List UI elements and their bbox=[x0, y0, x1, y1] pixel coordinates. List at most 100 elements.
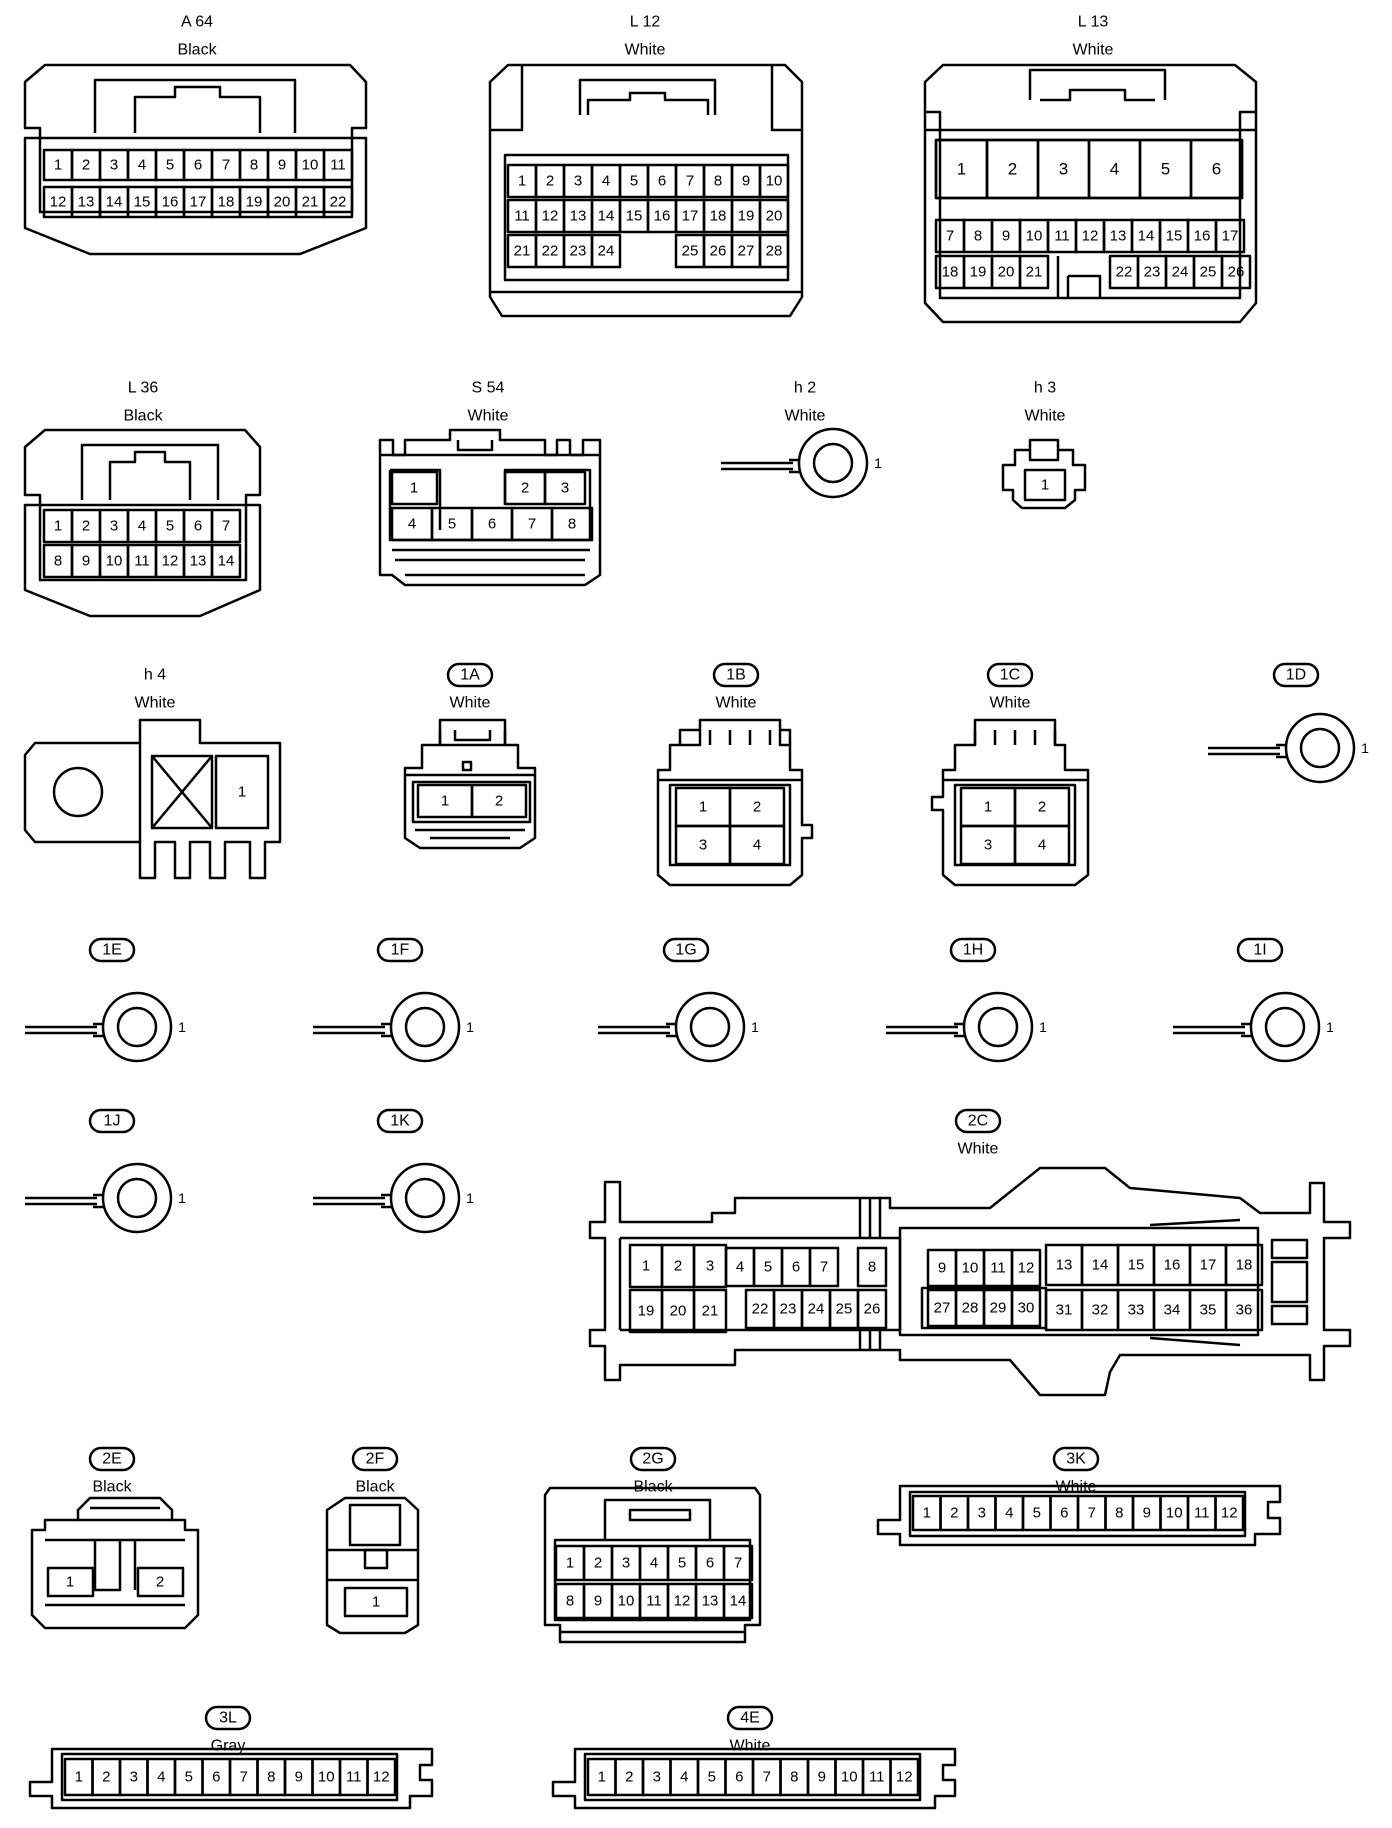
pin-number: 9 bbox=[278, 157, 286, 174]
pin-cell bbox=[1013, 824, 1071, 866]
pin-number: 10 bbox=[302, 157, 319, 174]
connector-id: 4E bbox=[740, 1710, 760, 1727]
connector-color: Gray bbox=[211, 1738, 246, 1755]
connector-2C bbox=[588, 1166, 1352, 1397]
pin-number: 7 bbox=[946, 228, 954, 245]
pin-number: 14 bbox=[1092, 1257, 1109, 1274]
pin-number: 1 bbox=[54, 157, 62, 174]
outline bbox=[45, 1538, 185, 1592]
ring-terminal bbox=[101, 1162, 173, 1234]
pin-number: 13 bbox=[1110, 228, 1127, 245]
outline bbox=[411, 780, 532, 824]
pin-cell bbox=[758, 163, 790, 199]
pin-cell bbox=[1023, 468, 1067, 502]
pin-number: 7 bbox=[222, 157, 230, 174]
pin-cell bbox=[1010, 1288, 1042, 1328]
connector-color: White bbox=[625, 42, 666, 59]
pin-cell bbox=[1018, 254, 1050, 290]
outline bbox=[363, 1548, 389, 1570]
pin-number: 11 bbox=[1194, 1505, 1210, 1522]
pin-number: 10 bbox=[841, 1769, 858, 1786]
pin-number: 19 bbox=[970, 264, 987, 281]
pin-cell bbox=[1010, 1248, 1042, 1288]
pin-number: 10 bbox=[1026, 228, 1043, 245]
pin-cell bbox=[758, 233, 790, 269]
outline bbox=[30, 1496, 200, 1630]
pin-number: 1 bbox=[410, 480, 418, 497]
pin-number: 26 bbox=[710, 243, 727, 260]
connector-id: 1F bbox=[391, 942, 410, 959]
ring-hole bbox=[1299, 727, 1341, 769]
connector-id: 1D bbox=[1286, 667, 1306, 684]
pin-number: 13 bbox=[78, 194, 95, 211]
pin-cell bbox=[543, 470, 587, 506]
connector-id: 2C bbox=[968, 1113, 988, 1130]
connector-1K bbox=[313, 1162, 461, 1234]
ring-terminal bbox=[962, 991, 1034, 1063]
pin-number: 14 bbox=[106, 194, 123, 211]
pin-cell bbox=[214, 754, 270, 830]
pin-number: 1 bbox=[598, 1769, 606, 1786]
pin-number: 4 bbox=[736, 1259, 744, 1276]
pin-number: 1 bbox=[566, 1555, 574, 1572]
outline bbox=[908, 1490, 1247, 1538]
pin-cell bbox=[728, 824, 786, 866]
pin-number: 3 bbox=[130, 1769, 138, 1786]
pin-number: 23 bbox=[1144, 264, 1161, 281]
pin-number: 1 bbox=[66, 1574, 74, 1591]
pin-number: 21 bbox=[514, 243, 531, 260]
pin-number: 17 bbox=[190, 194, 207, 211]
connector-id: 2F bbox=[366, 1451, 385, 1468]
connector-id-badge bbox=[712, 662, 760, 688]
pin-number: 2 bbox=[546, 173, 554, 190]
pin-number: 9 bbox=[938, 1260, 946, 1277]
pin-number: 12 bbox=[1082, 228, 1099, 245]
pin-number: 20 bbox=[998, 264, 1015, 281]
connector-color: Black bbox=[177, 42, 217, 59]
connector-id-badge bbox=[662, 937, 710, 963]
connector-color: White bbox=[785, 408, 826, 425]
connector-id: S 54 bbox=[472, 380, 505, 397]
pin-number: 2 bbox=[1008, 160, 1017, 179]
pin-number: 9 bbox=[1143, 1505, 1151, 1522]
connector-1B bbox=[656, 718, 814, 887]
pin-number: 20 bbox=[274, 194, 291, 211]
pin-number: 33 bbox=[1128, 1302, 1145, 1319]
pin-cell bbox=[722, 1582, 754, 1620]
connector-id: L 12 bbox=[630, 14, 661, 31]
connector-1H bbox=[886, 991, 1034, 1063]
pin-number: 1 bbox=[466, 1019, 474, 1035]
pin-number: 7 bbox=[686, 173, 694, 190]
pin-number: 11 bbox=[514, 208, 530, 225]
ring-terminal bbox=[797, 427, 869, 499]
pin-number: 15 bbox=[1166, 228, 1183, 245]
connector-h3 bbox=[1001, 438, 1087, 510]
pin-number: 5 bbox=[1161, 160, 1170, 179]
ring-hole bbox=[1264, 1006, 1306, 1048]
outline bbox=[325, 1496, 420, 1635]
pin-number: 8 bbox=[54, 553, 62, 570]
pin-number: 1 bbox=[372, 1594, 380, 1611]
pin-number: 27 bbox=[738, 243, 755, 260]
pin-cell bbox=[366, 1757, 397, 1797]
connector-1A bbox=[403, 718, 537, 850]
pin-cell bbox=[343, 1586, 409, 1618]
connector-color: White bbox=[716, 695, 757, 712]
pin-number: 3 bbox=[574, 173, 582, 190]
outline bbox=[925, 110, 1256, 132]
pin-number: 24 bbox=[808, 1301, 825, 1318]
pin-number: 28 bbox=[962, 1300, 979, 1317]
connector-id: A 64 bbox=[181, 14, 213, 31]
pin-number: 2 bbox=[495, 793, 503, 810]
pin-number: 3 bbox=[978, 1505, 986, 1522]
pin-number: 5 bbox=[764, 1259, 772, 1276]
outline bbox=[588, 1166, 1352, 1397]
connector-1J bbox=[25, 1162, 173, 1234]
outline bbox=[461, 760, 473, 772]
pin-cell bbox=[550, 506, 594, 542]
outline bbox=[403, 718, 537, 850]
connector-id-badge bbox=[986, 662, 1034, 688]
ring-terminal bbox=[101, 991, 173, 1063]
connector-id: 1A bbox=[460, 667, 480, 684]
pin-number: 1 bbox=[874, 455, 882, 471]
